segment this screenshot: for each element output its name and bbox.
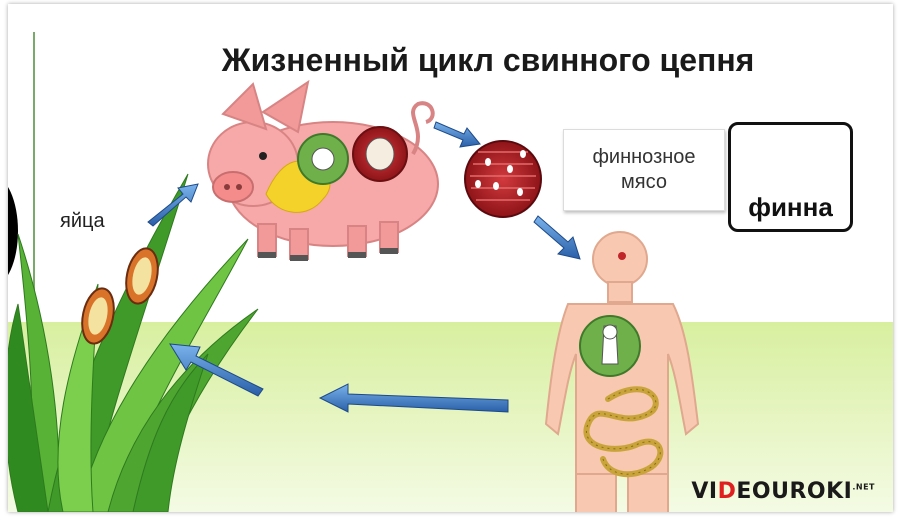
muscle-tissue-icon <box>465 141 541 217</box>
pig-illustration <box>208 82 438 261</box>
finna-label: финна <box>731 192 850 223</box>
scolex-icon-human <box>580 316 640 376</box>
life-cycle-scene <box>8 4 893 512</box>
meat-label-line1: финнозное <box>592 145 695 170</box>
eggs-label: яйца <box>60 210 105 233</box>
infected-meat-label: финнозное мясо <box>563 129 725 211</box>
videouroki-logo: VIDEOUROKI.NET <box>691 479 875 504</box>
diagram-title: Жизненный цикл свинного цепня <box>158 42 818 79</box>
slide-frame: Жизненный цикл свинного цепня яйца финно… <box>8 4 893 512</box>
finna-box: финна <box>728 122 853 232</box>
arrow-meat-to-human <box>534 216 580 259</box>
meat-label-line2: мясо <box>592 170 695 195</box>
arrow-pig-to-meat <box>434 122 480 147</box>
